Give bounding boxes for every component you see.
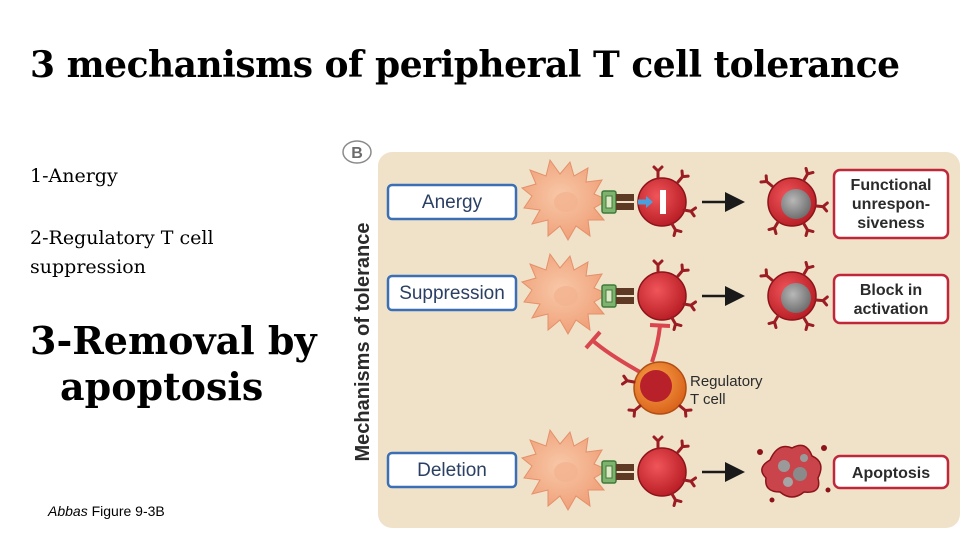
deletion-label-box [386,451,518,489]
diagram-panel [378,152,960,528]
inhibition-bar-icon [660,190,666,214]
outcome-block-line2: activation [854,301,929,318]
panel-letter-badge [342,140,372,164]
outcome-functional-line3: siveness [857,215,925,232]
bullet-regulatory-line1: 2-Regulatory T cell [30,227,214,249]
inhibition-arc-tcell-icon [650,325,662,363]
credit-rest: Figure 9-3B [87,503,165,519]
signal-arrowhead-icon [646,196,653,208]
slide-title: 3 mechanisms of peripheral T cell tolera… [30,44,900,86]
deletion-label: Deletion [417,460,487,481]
bullet-removal: 3-Removal by apoptosis [30,318,317,410]
suppression-label-box [386,274,518,312]
side-label: Mechanisms of tolerance [352,223,374,462]
anergy-label-box [386,183,518,221]
outcome-functional-line1: Functional [851,177,932,194]
apoptotic-cell-icon [757,444,831,503]
suppression-label: Suppression [399,283,505,304]
credit-author: Abbas [48,503,88,519]
bullet-removal-line1: 3-Removal by [30,318,317,363]
tolerance-figure: B Mechanisms of tolerance Anergy Functio… [342,140,960,528]
inhibition-bar-tcell-icon [649,323,671,328]
inhibition-arc-apc-icon [590,338,641,374]
outcome-functional-box [832,168,950,240]
treg-label-line2: T cell [690,391,726,408]
bullet-anergy: 1-Anergy [30,165,118,187]
outcome-apoptosis-box [832,454,950,490]
bullet-regulatory: 2-Regulatory T cell suppression [30,224,214,282]
inhibition-bar-apc-icon [584,330,602,350]
outcome-block-line1: Block in [860,282,922,299]
outcome-apoptosis: Apoptosis [852,465,930,482]
bullet-removal-line2: apoptosis [60,364,264,409]
panel-letter: B [351,145,363,162]
treg-label-line1: Regulatory [690,373,763,390]
outcome-block-box [832,273,950,325]
anergy-label: Anergy [422,192,483,213]
figure-credit: Abbas Figure 9-3B [48,503,165,519]
bullet-regulatory-line2: suppression [30,256,146,278]
outcome-functional-line2: unrespon- [852,196,930,213]
treg-cell-icon [620,361,693,418]
